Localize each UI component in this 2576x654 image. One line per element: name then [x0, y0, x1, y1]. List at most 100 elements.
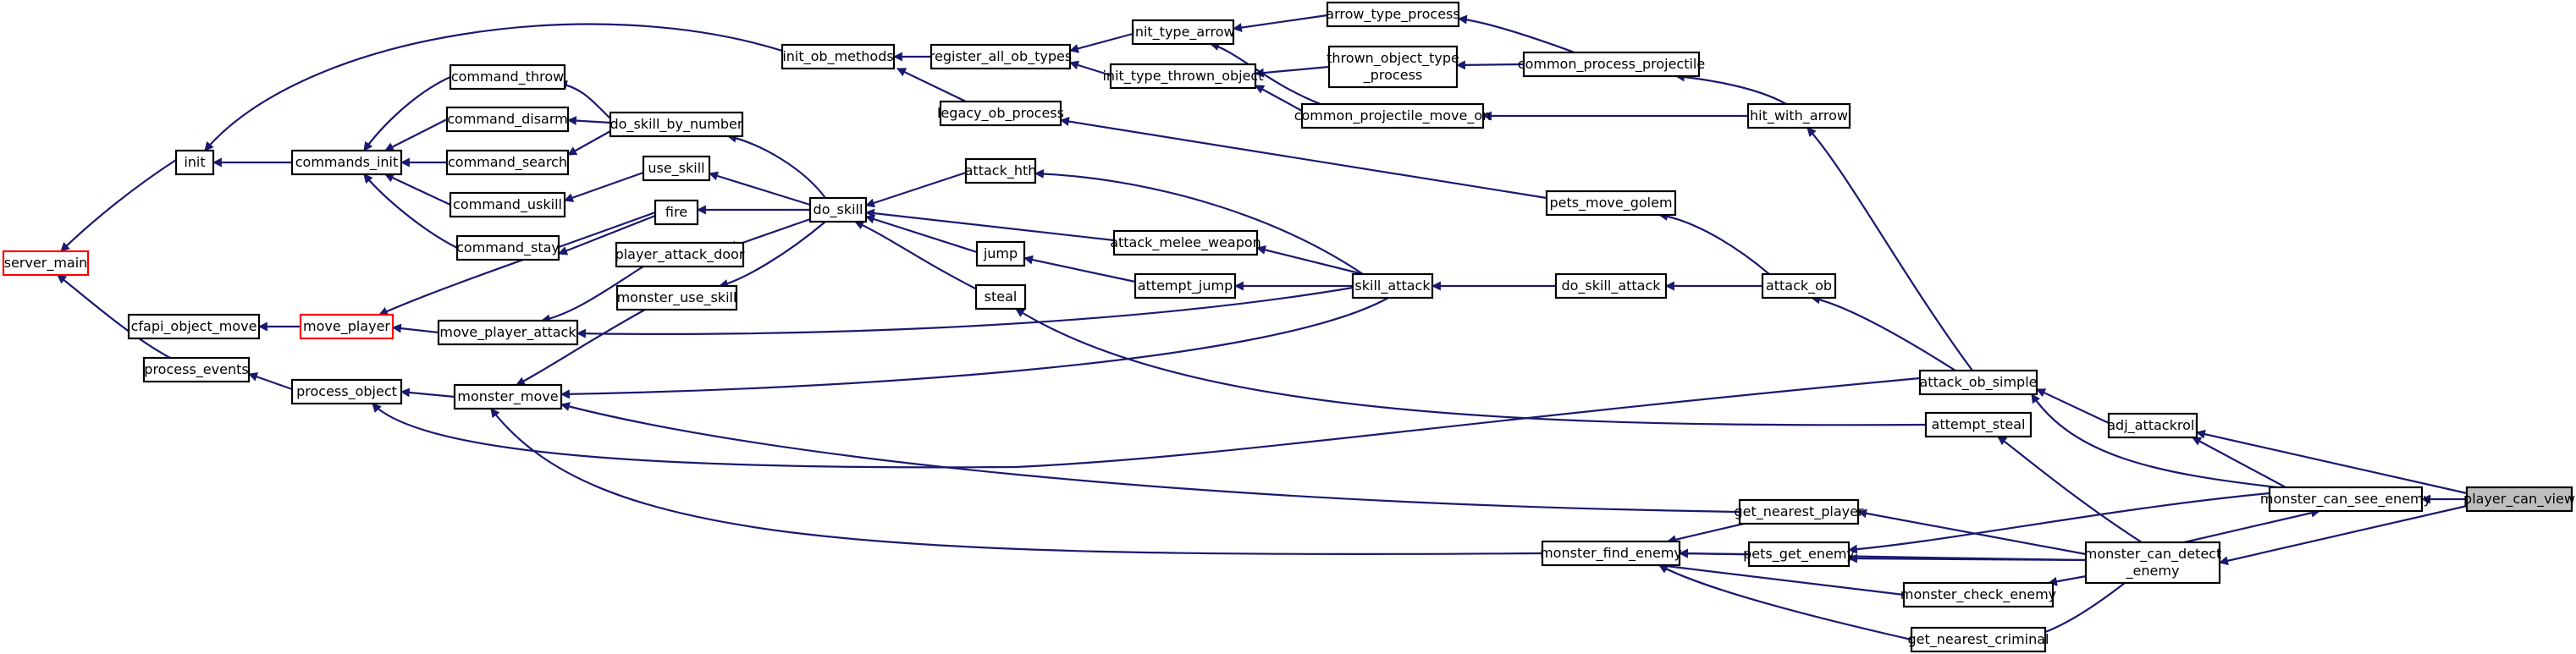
node-box	[2107, 412, 2198, 439]
edges	[57, 14, 2468, 641]
node-label: process_object	[296, 383, 397, 400]
edge-attack_hth-to-do_skill	[864, 171, 967, 208]
node-monster-can-see-enemy[interactable]: monster_can_see_enemy	[2260, 486, 2431, 513]
edge-attack_ob_simple-to-process_object	[372, 376, 1921, 469]
node-box	[142, 356, 251, 383]
node-monster-move[interactable]: monster_move	[453, 383, 563, 410]
edge-attack_ob_simple-to-hit_with_arrow	[1807, 127, 1973, 371]
node-attack-melee-weapon[interactable]: attack_melee_weapon	[1110, 229, 1261, 256]
edge-skill_attack-to-move_player_attack	[576, 286, 1354, 338]
node-box	[290, 378, 403, 405]
node-command-stay[interactable]: command_stay	[455, 234, 560, 261]
node-register-all-ob-types[interactable]: register_all_ob_types	[929, 43, 1072, 70]
node-common-process-projectile[interactable]: common_process_projectile	[1518, 51, 1705, 78]
node-commands-init[interactable]: commands_init	[290, 149, 403, 176]
node-command-uskill[interactable]: command_uskill	[449, 191, 566, 218]
edge-monster_can_detect_enemy-to-get_nearest_player	[1856, 508, 2087, 556]
node-legacy-ob-process[interactable]: legacy_ob_process	[937, 100, 1064, 127]
node-box	[964, 157, 1037, 184]
edge-attack_ob-to-pets_move_golem	[1658, 212, 1770, 275]
node-arrow-type-process[interactable]: arrow_type_process	[1326, 1, 1460, 28]
edge-monster_can_see_enemy-to-attack_ob_simple	[2031, 393, 2278, 489]
node-monster-find-enemy[interactable]: monster_find_enemy	[1540, 540, 1682, 567]
edge-get_nearest_player-to-monster_find_enemy	[1666, 522, 1745, 545]
node-box	[445, 106, 570, 133]
node-command-throw[interactable]: command_throw	[449, 63, 566, 91]
node-attempt-steal[interactable]: attempt_steal	[1924, 411, 2033, 438]
edge-player_can_view-to-adj_attackroll	[2195, 429, 2468, 495]
node-get-nearest-player[interactable]: get_nearest_player	[1734, 498, 1864, 525]
node-move-player[interactable]: move_player	[299, 313, 394, 340]
node-monster-use-skill[interactable]: monster_use_skill	[615, 284, 738, 311]
node-command-disarm[interactable]: command_disarm	[445, 106, 570, 133]
node-box	[1746, 102, 1851, 129]
node-label: process_events	[144, 361, 248, 378]
node-attack-ob-simple[interactable]: attack_ob_simple	[1918, 369, 2038, 396]
node-process-events[interactable]: process_events	[142, 356, 251, 383]
node-label: pets_get_enemy	[1743, 546, 1855, 563]
edge-process_object-to-process_events	[247, 372, 293, 391]
node-pets-get-enemy[interactable]: pets_get_enemy	[1743, 541, 1855, 568]
node-label: thrown_object_type_process	[1327, 50, 1459, 84]
edge-hit_with_arrow-to-common_process_projectile	[1674, 72, 1787, 105]
node-adj-attackroll[interactable]: adj_attackroll	[2107, 412, 2198, 439]
node-init-type-arrow[interactable]: init_type_arrow	[1131, 19, 1235, 46]
node-jump[interactable]: jump	[975, 240, 1026, 267]
node-attack-ob[interactable]: attack_ob	[1761, 272, 1837, 300]
node-thrown-object-type-process[interactable]: thrown_object_type_process	[1327, 45, 1459, 89]
edge-command_throw-to-commands_init	[363, 75, 451, 151]
node-hit-with-arrow[interactable]: hit_with_arrow	[1746, 102, 1851, 129]
node-box	[1910, 626, 2047, 653]
node-box	[1902, 581, 2055, 608]
node-box	[2465, 486, 2573, 513]
edge-attempt_jump-to-jump	[1023, 255, 1136, 283]
node-init[interactable]: init	[174, 149, 215, 176]
node-box	[615, 241, 745, 268]
edge-common_process_projectile-to-arrow_type_process	[1457, 14, 1575, 54]
node-label: monster_find_enemy	[1540, 545, 1682, 562]
node-do-skill[interactable]: do_skill	[808, 196, 868, 223]
node-steal[interactable]: steal	[974, 283, 1027, 311]
edge-skill_attack-to-attack_melee_weapon	[1255, 245, 1364, 276]
node-label: do_skill_attack	[1561, 278, 1661, 294]
node-do-skill-attack[interactable]: do_skill_attack	[1554, 272, 1668, 300]
node-label: command_uskill	[453, 196, 562, 213]
edge-command_stay-to-commands_init	[363, 173, 458, 249]
node-label: move_player_attack	[439, 324, 576, 341]
node-label: monster_check_enemy	[1900, 586, 2056, 603]
node-command-search[interactable]: command_search	[445, 149, 570, 176]
node-init-type-thrown-object[interactable]: init_type_thrown_object	[1102, 63, 1264, 90]
node-box	[1326, 1, 1460, 28]
edge-init-to-server_main	[60, 159, 177, 252]
node-label: attack_ob	[1766, 278, 1832, 294]
node-box	[1327, 45, 1459, 89]
node-player-can-view[interactable]: player_can_view	[2463, 486, 2575, 513]
node-do-skill-by-number[interactable]: do_skill_by_number	[609, 111, 744, 138]
node-box	[929, 43, 1072, 70]
node-monster-can-detect-enemy[interactable]: monster_can_detect_enemy	[2084, 541, 2221, 585]
node-server-main[interactable]: server_main	[2, 250, 90, 277]
edge-fire-to-move_player	[378, 211, 656, 316]
node-process-object[interactable]: process_object	[290, 378, 403, 405]
node-init-ob-methods[interactable]: init_ob_methods	[781, 43, 896, 70]
node-cfapi-object-move[interactable]: cfapi_object_move	[127, 313, 261, 340]
node-box	[642, 155, 711, 182]
node-player-attack-door[interactable]: player_attack_door	[615, 241, 745, 268]
node-move-player-attack[interactable]: move_player_attack	[437, 319, 579, 346]
node-box	[975, 240, 1026, 267]
node-common-projectile-move-on[interactable]: common_projectile_move_on	[1294, 102, 1492, 129]
edge-move_player_attack-to-move_player	[391, 323, 439, 334]
node-fire[interactable]: fire	[654, 199, 699, 226]
node-monster-check-enemy[interactable]: monster_check_enemy	[1900, 581, 2056, 608]
node-pets-move-golem[interactable]: pets_move_golem	[1545, 190, 1677, 217]
node-attempt-jump[interactable]: attempt_jump	[1134, 272, 1237, 300]
node-box	[127, 313, 261, 340]
node-use-skill[interactable]: use_skill	[642, 155, 711, 182]
node-box	[1112, 229, 1259, 256]
node-label: attack_hth	[965, 162, 1037, 179]
edge-jump-to-do_skill	[864, 214, 978, 254]
node-attack-hth[interactable]: attack_hth	[964, 157, 1037, 184]
node-skill-attack[interactable]: skill_attack	[1351, 272, 1434, 300]
node-get-nearest-criminal[interactable]: get_nearest_criminal	[1908, 626, 2049, 653]
